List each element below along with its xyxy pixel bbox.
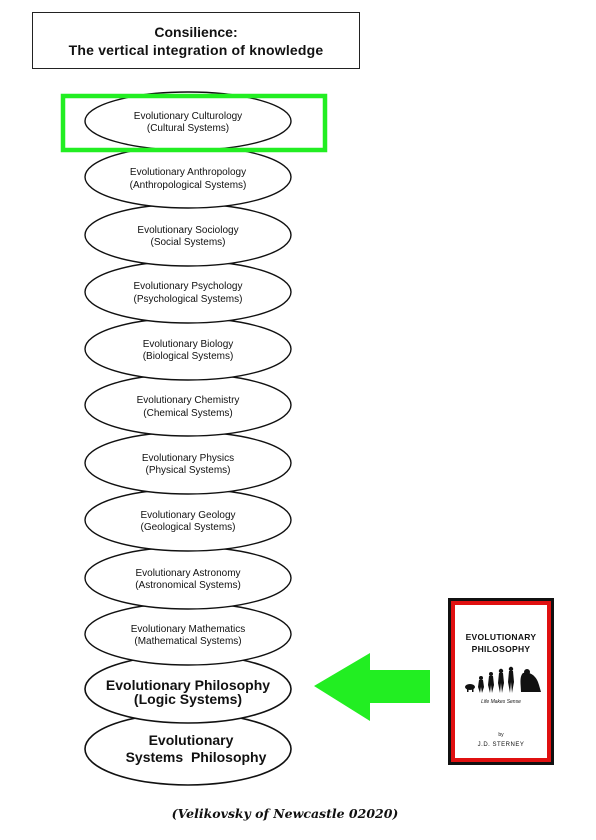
book-cover: EVOLUTIONARY PHILOSOPHY Life Makes Sense… — [448, 598, 554, 765]
title-line-1: Consilience: — [154, 23, 238, 40]
book-subtitle: Life Makes Sense — [481, 699, 521, 705]
book-cover-frame: EVOLUTIONARY PHILOSOPHY Life Makes Sense… — [451, 601, 551, 762]
level-11-name: Evolutionary — [149, 732, 234, 748]
highlight-box — [60, 93, 328, 153]
level-4-sub: (Biological Systems) — [143, 351, 234, 362]
level-1-name: Evolutionary Anthropology — [130, 167, 246, 178]
title-box: Consilience: The vertical integration of… — [32, 12, 360, 69]
level-1-sub: (Anthropological Systems) — [130, 180, 247, 191]
level-3-name: Evolutionary Psychology — [134, 281, 243, 292]
level-4-name: Evolutionary Biology — [143, 339, 234, 350]
evolution-silhouette-icon — [465, 666, 541, 693]
level-8-sub: (Astronomical Systems) — [135, 580, 241, 591]
level-6-name: Evolutionary Physics — [142, 453, 234, 464]
pointer-arrow — [314, 653, 430, 721]
level-10-sub: (Logic Systems) — [134, 691, 242, 707]
level-9-name: Evolutionary Mathematics — [131, 624, 246, 635]
level-8-name: Evolutionary Astronomy — [135, 568, 240, 579]
credit-line: (Velikovsky of Newcastle 02020) — [171, 806, 399, 821]
level-6-sub: (Physical Systems) — [145, 465, 230, 476]
book-author: J.D. STERNEY — [477, 742, 525, 748]
level-7-sub: (Geological Systems) — [140, 522, 235, 533]
level-2-name: Evolutionary Sociology — [137, 225, 238, 236]
book-title: EVOLUTIONARY PHILOSOPHY — [455, 631, 547, 655]
book-by: by — [498, 732, 504, 738]
title-line-2: The vertical integration of knowledge — [68, 41, 324, 58]
level-9-sub: (Mathematical Systems) — [134, 636, 241, 647]
book-title-line-1: EVOLUTIONARY — [465, 632, 537, 642]
level-0-sub: (Cultural Systems) — [147, 123, 229, 134]
level-2-sub: (Social Systems) — [150, 237, 225, 248]
level-10-name: Evolutionary Philosophy — [106, 677, 270, 693]
ellipse-group — [84, 91, 292, 786]
level-5-name: Evolutionary Chemistry — [137, 395, 240, 406]
level-3-sub: (Psychological Systems) — [134, 294, 243, 305]
level-11-sub: Systems Philosophy — [126, 749, 267, 765]
level-5-sub: (Chemical Systems) — [143, 408, 232, 419]
book-title-line-2: PHILOSOPHY — [471, 644, 531, 654]
ellipse-psychology — [84, 260, 292, 324]
level-7-name: Evolutionary Geology — [140, 510, 235, 521]
level-0-name: Evolutionary Culturology — [134, 111, 242, 122]
